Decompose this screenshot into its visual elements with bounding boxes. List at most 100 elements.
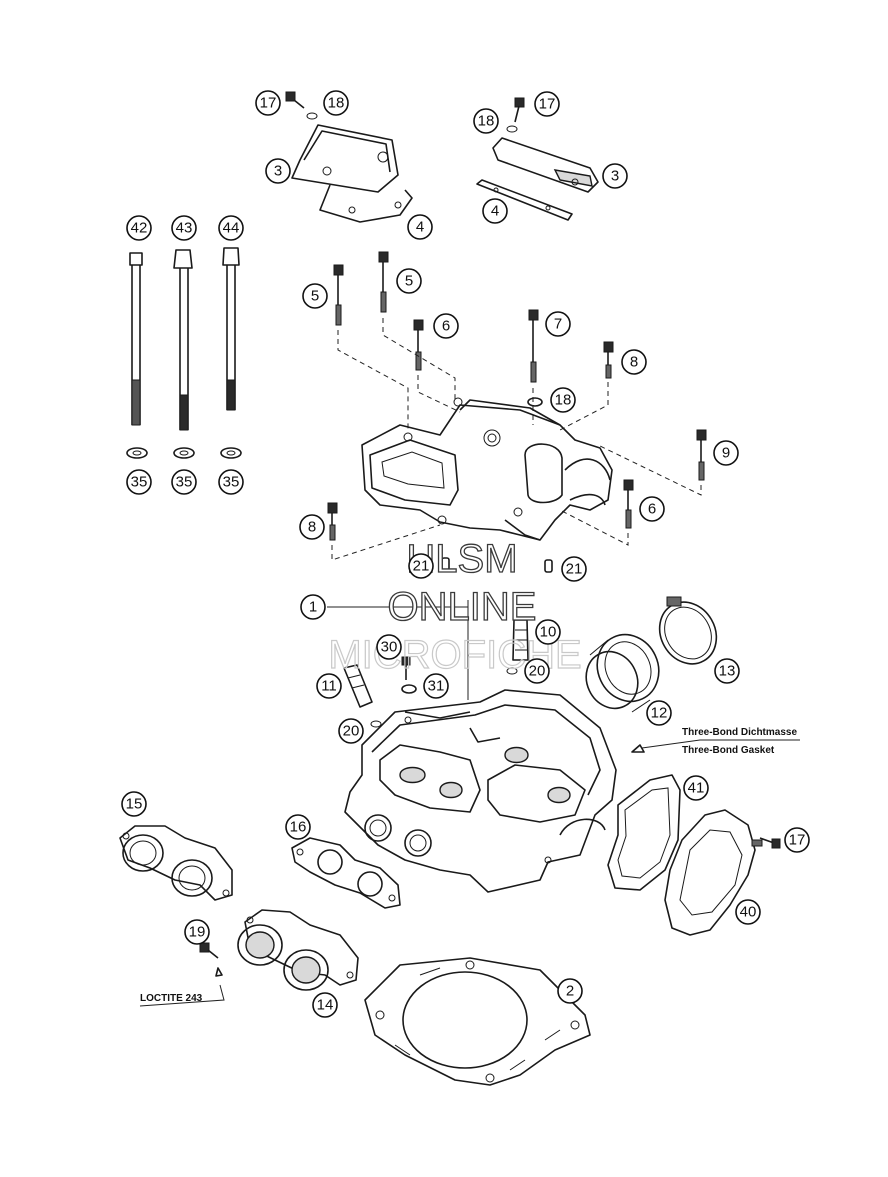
svg-text:31: 31: [428, 678, 445, 695]
exhaust-flange-15: [119, 825, 233, 901]
svg-text:5: 5: [405, 273, 413, 290]
svg-text:41: 41: [688, 780, 705, 797]
svg-text:11: 11: [321, 678, 337, 695]
callout: 18: [323, 90, 349, 116]
svg-text:35: 35: [176, 474, 193, 491]
callout: 17: [255, 90, 281, 116]
note-three-bond-en: Three-Bond Gasket: [682, 745, 775, 756]
stud-42: [129, 252, 143, 426]
svg-text:15: 15: [126, 796, 143, 813]
gasket-41: [607, 774, 681, 891]
callout: 6: [433, 313, 459, 339]
svg-text:19: 19: [189, 924, 206, 941]
svg-text:18: 18: [478, 113, 495, 130]
callout: 17: [534, 91, 560, 117]
svg-text:35: 35: [131, 474, 148, 491]
svg-text:35: 35: [223, 474, 240, 491]
bolt-17-left: [285, 91, 318, 120]
svg-text:18: 18: [328, 95, 345, 112]
stud-43: [173, 249, 193, 431]
svg-text:4: 4: [491, 203, 499, 220]
intake-boot-12: [585, 633, 660, 713]
valve-cover-right: [476, 137, 599, 221]
callout: 42: [126, 215, 152, 241]
callout: 31: [423, 673, 449, 699]
svg-text:9: 9: [722, 445, 730, 462]
svg-text:18: 18: [555, 392, 572, 409]
callout: 14: [312, 992, 338, 1018]
bolt-guide-lines: [331, 318, 702, 561]
svg-text:8: 8: [308, 519, 316, 536]
callout: 20: [524, 658, 550, 684]
valve-cover-left: [291, 124, 413, 223]
svg-text:17: 17: [539, 96, 556, 113]
svg-text:6: 6: [442, 318, 450, 335]
callout: 17: [784, 827, 810, 853]
callout: 15: [121, 791, 147, 817]
callout: 18: [550, 387, 576, 413]
svg-text:13: 13: [719, 663, 736, 680]
callout: 21: [561, 556, 587, 582]
washers-35: [126, 447, 242, 459]
svg-text:10: 10: [540, 624, 557, 641]
callout: 2: [557, 978, 583, 1004]
callout: 35: [218, 469, 244, 495]
svg-text:17: 17: [260, 95, 277, 112]
callout: 12: [646, 700, 672, 726]
svg-text:17: 17: [789, 832, 806, 849]
svg-text:20: 20: [529, 663, 546, 680]
callout: 5: [396, 268, 422, 294]
callout: 21: [408, 553, 434, 579]
svg-text:6: 6: [648, 501, 656, 518]
callout: 1: [300, 594, 326, 620]
svg-text:3: 3: [274, 163, 282, 180]
watermark-line2: ONLINE: [388, 585, 537, 629]
callout: 8: [299, 514, 325, 540]
callout: 4: [482, 198, 508, 224]
svg-text:7: 7: [554, 316, 562, 333]
callout: 40: [735, 899, 761, 925]
svg-text:3: 3: [611, 168, 619, 185]
intake-clamp-13: [658, 596, 718, 665]
callout: 16: [285, 814, 311, 840]
exhaust-gasket-16: [291, 837, 401, 909]
callout: 5: [302, 283, 328, 309]
note-loctite: LOCTITE 243: [140, 993, 203, 1004]
three-bond-note: [631, 739, 800, 753]
stud-44: [222, 247, 240, 411]
svg-text:8: 8: [630, 354, 638, 371]
callout: 3: [602, 163, 628, 189]
callout: 6: [639, 496, 665, 522]
svg-text:21: 21: [413, 558, 430, 575]
svg-text:2: 2: [566, 983, 574, 1000]
callout: 30: [376, 634, 402, 660]
callout: 8: [621, 349, 647, 375]
callout: 41: [683, 775, 709, 801]
callout: 44: [218, 215, 244, 241]
svg-text:12: 12: [651, 705, 668, 722]
callout: 20: [338, 718, 364, 744]
callout: 10: [535, 619, 561, 645]
svg-text:42: 42: [131, 220, 148, 237]
callout: 13: [714, 658, 740, 684]
valve-guides: [343, 619, 529, 728]
dowel-pins-21: [441, 557, 553, 573]
svg-text:14: 14: [317, 997, 334, 1014]
callout: 43: [171, 215, 197, 241]
svg-text:5: 5: [311, 288, 319, 305]
svg-text:20: 20: [343, 723, 360, 740]
callout: 11: [316, 673, 342, 699]
bolt-19: [139, 942, 225, 1007]
cover-40: [664, 809, 763, 936]
camshaft-carrier: [361, 397, 613, 541]
callout: 3: [265, 158, 291, 184]
svg-text:44: 44: [223, 220, 240, 237]
callout: 35: [171, 469, 197, 495]
head-gasket-2: [364, 957, 591, 1086]
svg-text:43: 43: [176, 220, 193, 237]
callout: 19: [184, 919, 210, 945]
note-three-bond-de: Three-Bond Dichtmasse: [682, 727, 797, 738]
svg-text:40: 40: [740, 904, 757, 921]
svg-text:21: 21: [566, 561, 583, 578]
